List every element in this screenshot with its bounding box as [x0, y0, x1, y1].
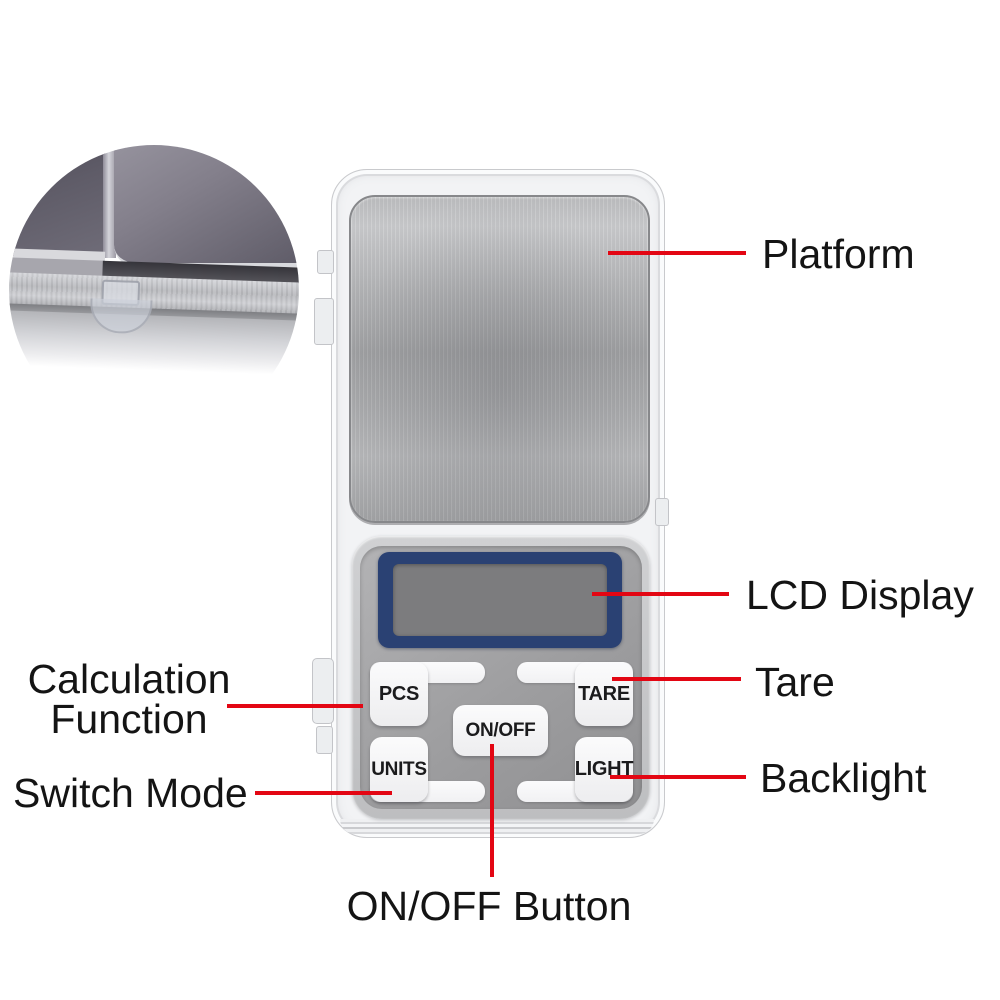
inset-platform-surface-right [114, 145, 299, 267]
tare-callout-line [612, 677, 741, 681]
switch-mode-callout-line [255, 791, 392, 795]
lcd-display-label: LCD Display [746, 572, 974, 618]
tare-key-label: TARE [578, 682, 630, 705]
lcd-callout-line [592, 592, 729, 596]
scale-cover-bottom-rim [340, 819, 654, 834]
calculation-function-label: Calculation Function [27, 656, 231, 742]
tare-label: Tare [755, 659, 835, 705]
backlight-callout-line [610, 775, 746, 779]
side-tab-icon [655, 498, 669, 526]
platform-label: Platform [762, 231, 915, 277]
inset-rim-bands [9, 145, 299, 435]
light-key [575, 737, 633, 802]
units-key-label: UNITS [371, 758, 427, 780]
pcs-key [370, 662, 428, 726]
inset-platform-seam [103, 145, 116, 258]
inset-lower-rim [9, 309, 299, 377]
on-off-callout-line [490, 744, 494, 877]
calculation-callout-line [227, 704, 363, 708]
pcs-key-label: PCS [378, 682, 420, 705]
on-off-button-label: ON/OFF Button [346, 883, 632, 929]
light-key-label: LIGHT [574, 758, 634, 780]
side-tab-icon [316, 726, 333, 754]
side-clasp-icon [312, 658, 334, 724]
side-tab-icon [314, 298, 334, 345]
platform-callout-line [608, 251, 746, 255]
on-off-key [453, 705, 548, 756]
platform-closeup-inset [9, 145, 299, 435]
inset-platform-surface-left [9, 145, 105, 256]
weighing-platform [349, 195, 650, 523]
side-tab-icon [317, 250, 334, 274]
on-off-key-label: ON/OFF [465, 719, 536, 741]
brushed-metal-texture [351, 197, 648, 521]
backlight-label: Backlight [760, 755, 927, 801]
tare-key [575, 662, 633, 726]
switch-mode-label: Switch Mode [13, 770, 248, 816]
lcd-screen [393, 564, 607, 636]
